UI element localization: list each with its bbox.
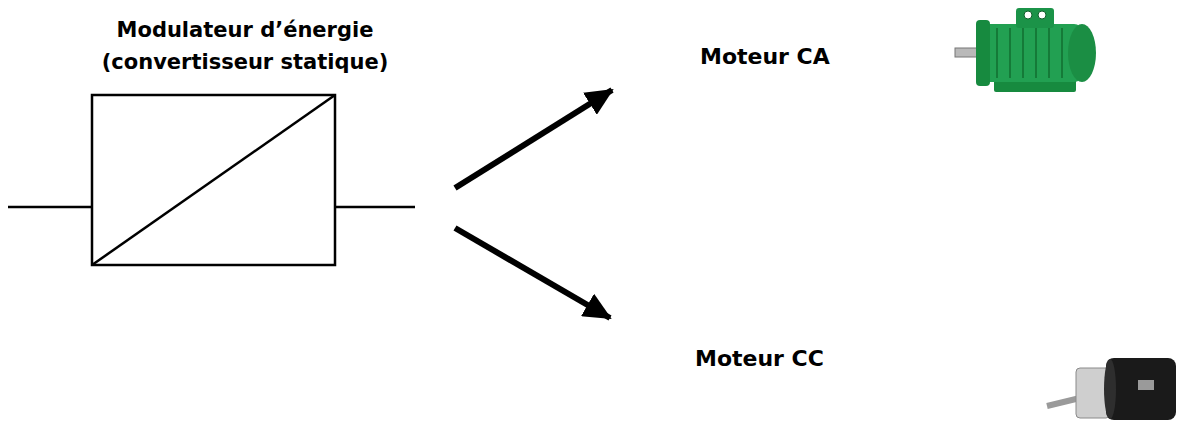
converter-heading: Modulateur d’énergie (convertisseur stat…	[65, 14, 425, 78]
motor-label: Moteur CC	[695, 346, 824, 371]
dc-motor-picture	[610, 318, 1182, 430]
ac-motor-picture	[612, 0, 1112, 102]
arrow-connector	[455, 90, 612, 188]
converter-node: Modulateur d’énergie (convertisseur stat…	[0, 0, 455, 280]
motor-label: Moteur CA	[700, 44, 830, 69]
arrow-connector	[455, 228, 610, 318]
motor-node: Moteur CA	[612, 0, 1112, 102]
motor-node: Moteur CC	[610, 318, 1182, 430]
